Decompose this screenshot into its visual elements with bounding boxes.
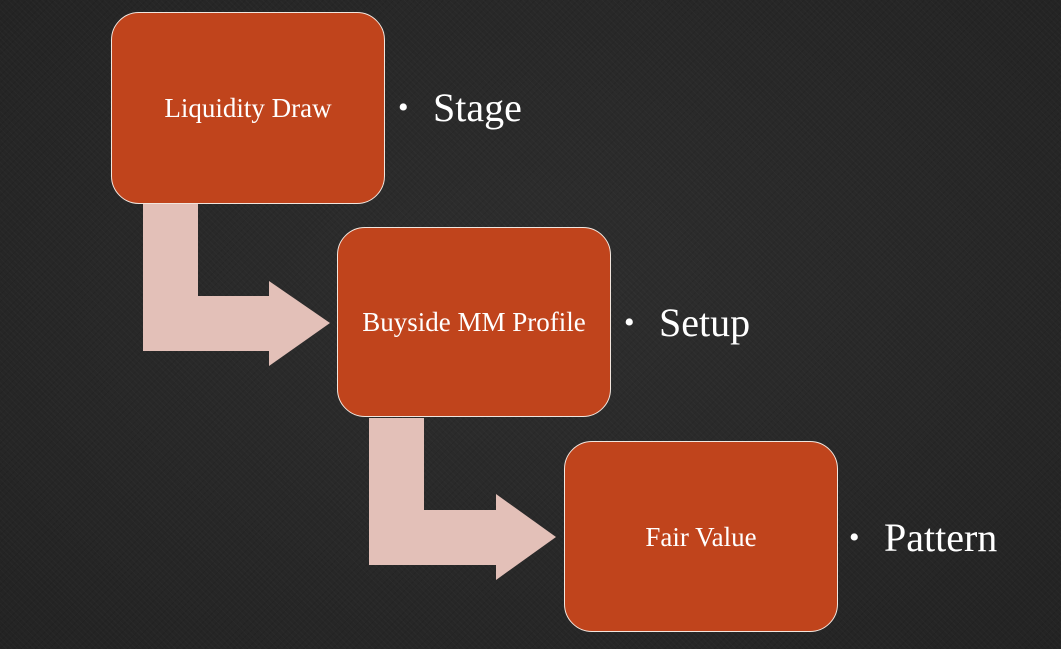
bullet-dot-icon: • xyxy=(849,521,860,554)
step-box-buyside-mm-profile: Buyside MM Profile xyxy=(337,227,611,417)
bullet-stage: • Stage xyxy=(398,84,522,132)
bullet-pattern: • Pattern xyxy=(849,514,997,562)
step-box-label: Fair Value xyxy=(645,521,757,552)
bullet-dot-icon: • xyxy=(398,91,409,124)
bullet-label: Stage xyxy=(433,85,522,130)
connector-arrow-2 xyxy=(369,418,556,580)
step-box-fair-value: Fair Value xyxy=(564,441,838,632)
step-box-label: Liquidity Draw xyxy=(164,93,332,123)
step-box-label: Buyside MM Profile xyxy=(362,307,586,337)
bullet-label: Pattern xyxy=(884,515,998,560)
bullet-setup: • Setup xyxy=(624,299,750,347)
step-box-liquidity-draw: Liquidity Draw xyxy=(111,12,385,204)
bullet-dot-icon: • xyxy=(624,306,635,339)
connector-arrow-1 xyxy=(143,204,330,366)
bullet-label: Setup xyxy=(659,300,751,345)
